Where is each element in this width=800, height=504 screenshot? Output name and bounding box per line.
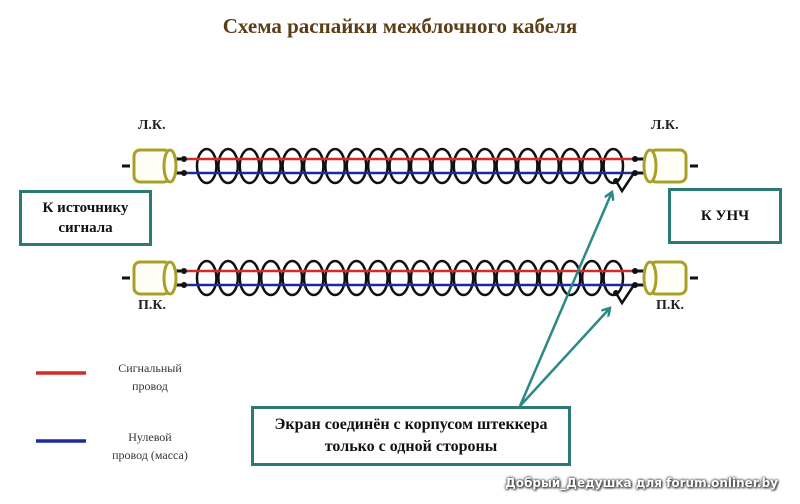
shield-drain-wire (614, 172, 636, 194)
amplifier-box-label: К УНЧ (700, 207, 750, 224)
shield-loop (452, 147, 475, 185)
shield-solder-point (613, 290, 619, 296)
left-solder-signal (181, 268, 187, 274)
shield-loop (345, 259, 368, 297)
right-connector (642, 260, 698, 296)
shield-loop (580, 259, 603, 297)
shield-loop (238, 259, 261, 297)
shield-loop (281, 259, 304, 297)
shield-loop (559, 147, 582, 185)
amplifier-box: К УНЧ (668, 188, 782, 244)
shield-loop (217, 259, 240, 297)
note-line2: только с одной стороны (324, 438, 498, 455)
left-solder-ground (181, 170, 187, 176)
shield-loop (431, 147, 454, 185)
shield-loop (495, 259, 518, 297)
left-connector (122, 260, 178, 296)
shield-loop (559, 259, 582, 297)
right-solder-signal (632, 268, 638, 274)
shield-loop (580, 147, 603, 185)
shield-loop (473, 147, 496, 185)
note-line1: Экран соединён с корпусом штеккера (274, 416, 548, 433)
right-solder-signal (632, 156, 638, 162)
watermark: Добрый_Дедушка для forum.onliner.by (505, 476, 778, 490)
left-solder-signal (181, 156, 187, 162)
shield-loop (238, 147, 261, 185)
shield-loop (409, 259, 432, 297)
shield-loop (473, 259, 496, 297)
cable-left-channel (122, 147, 698, 194)
shield-loop (281, 147, 304, 185)
left-solder-ground (181, 282, 187, 288)
shield-loop (495, 147, 518, 185)
shield-drain-wire (614, 284, 636, 306)
connector-end (162, 148, 178, 184)
left-connector (122, 148, 178, 184)
shield-loop (302, 147, 325, 185)
source-box-line2: сигнала (58, 220, 113, 236)
shield-loop (302, 259, 325, 297)
arrow-to-bottom-shield (519, 308, 610, 407)
shield-loop (409, 147, 432, 185)
label-left-bottom-connector: П.К. (138, 298, 167, 313)
label-right-bottom-connector: П.К. (656, 298, 685, 313)
shield-loop (388, 147, 411, 185)
shield-loop (452, 259, 475, 297)
source-box-line1: К источнику (42, 200, 129, 216)
source-box: К источнику сигнала (19, 190, 152, 246)
shield-loop (602, 147, 625, 185)
shield-loop (516, 147, 539, 185)
label-right-top-connector: Л.К. (651, 118, 679, 133)
shield-loop (388, 259, 411, 297)
legend-ground-text: Нулевой провод (масса) (90, 428, 210, 464)
shield-loop (366, 259, 389, 297)
cable-right-channel (122, 259, 698, 306)
legend-ground-line2: провод (масса) (112, 448, 188, 462)
shield-loop (431, 259, 454, 297)
shield-solder-point (613, 178, 619, 184)
right-connector (642, 148, 698, 184)
shield-loop (516, 259, 539, 297)
shield-loop (259, 259, 282, 297)
legend-signal-line1: Сигнальный (118, 361, 182, 375)
legend-signal-line2: провод (132, 379, 168, 393)
legend-ground-line1: Нулевой (128, 430, 172, 444)
shield-loop (195, 259, 218, 297)
shield-loop (217, 147, 240, 185)
shield-loop (324, 259, 347, 297)
shield-loop (195, 147, 218, 185)
shield-loop (366, 147, 389, 185)
diagram-title: Схема распайки межблочного кабеля (222, 14, 578, 38)
arrow-to-top-shield (518, 192, 612, 407)
label-left-top-connector: Л.К. (138, 118, 166, 133)
shield-loop (602, 259, 625, 297)
shield-loop (538, 147, 561, 185)
connector-end (642, 148, 658, 184)
legend-lines (36, 371, 86, 443)
shield-loop (324, 147, 347, 185)
legend-signal-text: Сигнальный провод (90, 359, 210, 395)
connector-end (642, 260, 658, 296)
callout-arrows (518, 192, 612, 407)
shield-loop (345, 147, 368, 185)
note-box: Экран соединён с корпусом штеккера тольк… (251, 406, 571, 466)
connector-end (162, 260, 178, 296)
shield-loop (538, 259, 561, 297)
shield-loop (259, 147, 282, 185)
